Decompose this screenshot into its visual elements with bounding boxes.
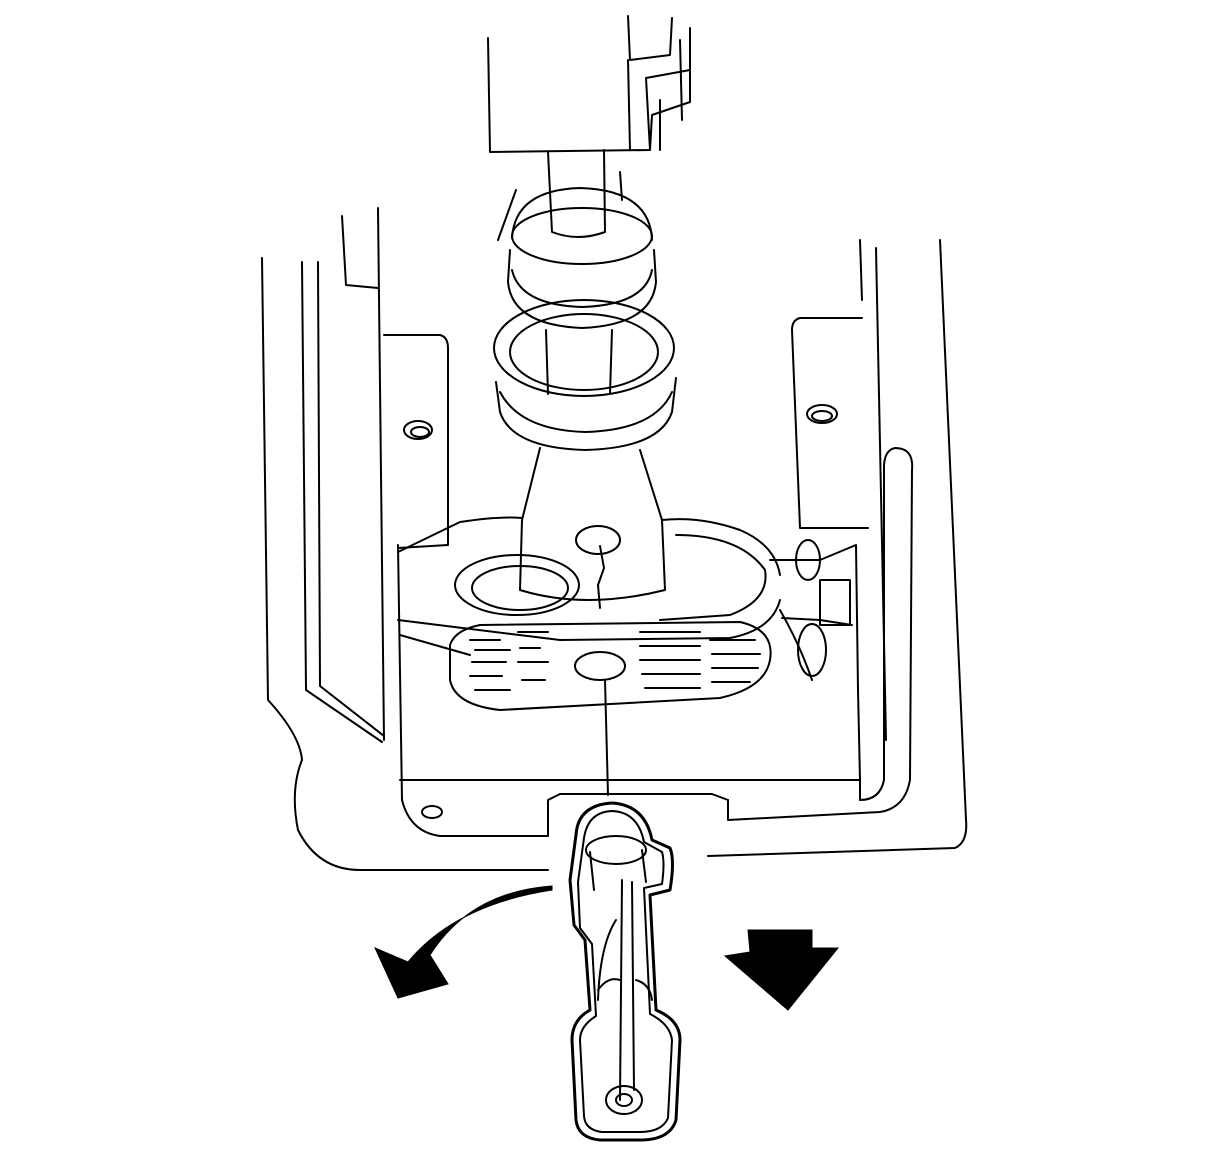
console-housing (261, 207, 968, 871)
shift-cable-mount (397, 516, 859, 691)
right-mounting-bracket (791, 317, 869, 529)
shift-control-upper-housing (487, 15, 691, 153)
shift-lever-boot (493, 149, 677, 609)
rotate-arrow-icon (374, 885, 553, 999)
ribbed-plate (449, 621, 772, 796)
cable-retainer-clip (568, 801, 682, 1142)
down-arrow-icon (723, 929, 840, 1011)
left-mounting-bracket (383, 334, 449, 549)
